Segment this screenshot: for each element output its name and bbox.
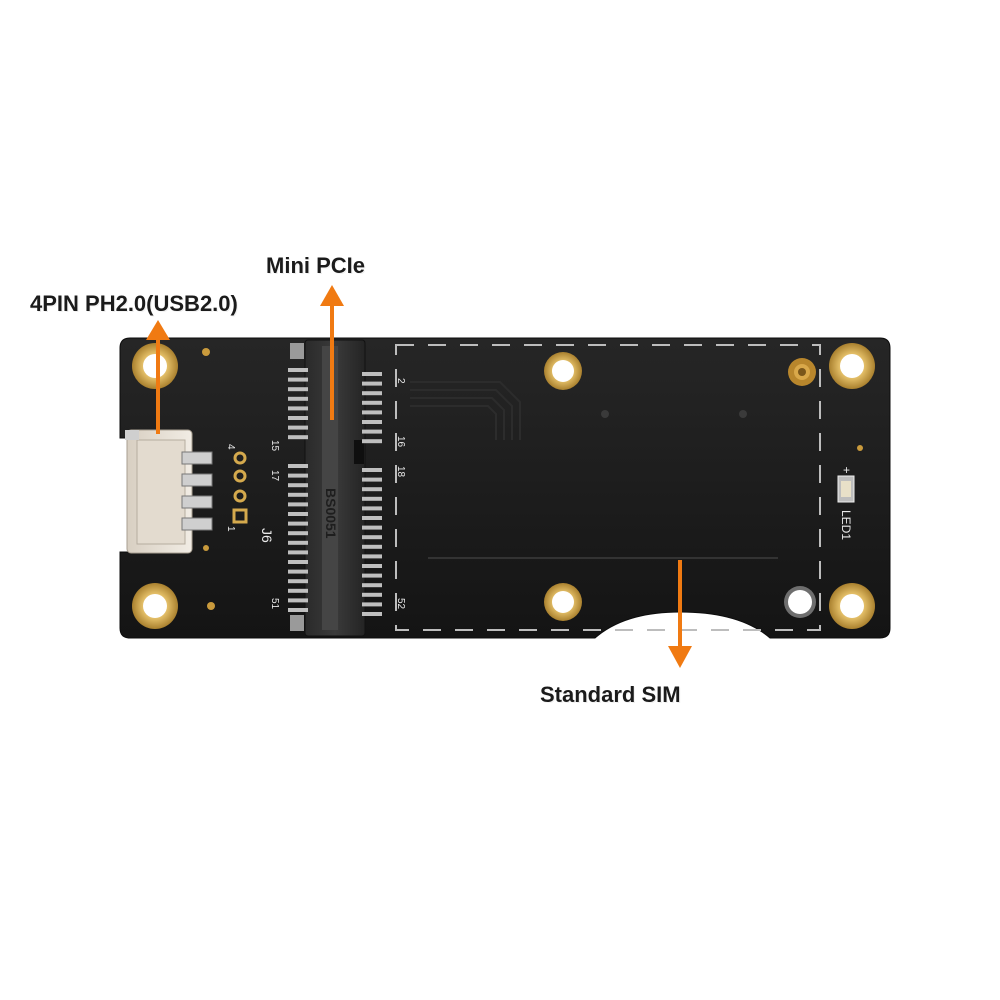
silk-led-plus: +: [843, 463, 850, 477]
silk-pin-52: 52: [395, 598, 406, 610]
mini-pcie-slot: BS0051: [288, 339, 382, 637]
callout-sim: Standard SIM: [540, 682, 681, 707]
traces: [410, 381, 521, 440]
arrow-mini-pcie: [320, 285, 344, 420]
standoff-nut: [788, 358, 816, 386]
silk-pin-17: 17: [269, 470, 280, 482]
silk-pin-18: 18: [395, 466, 406, 478]
vias: [202, 348, 863, 610]
slot-marking: BS0051: [323, 488, 339, 539]
ph2-connector: [125, 429, 213, 554]
card-hole-bottom: [544, 583, 582, 621]
card-hole-top: [544, 352, 582, 390]
arrow-sim: [668, 560, 692, 668]
sim-outline: [395, 344, 821, 631]
mounting-hole-bottom-left: [132, 583, 178, 629]
silk-pin-16: 16: [395, 436, 406, 448]
mounting-hole-bottom-right: [829, 583, 875, 629]
arrow-usb-connector: [146, 320, 170, 434]
silk-pin-2: 2: [395, 378, 406, 384]
callout-usb-connector: 4PIN PH2.0(USB2.0): [30, 291, 238, 316]
silk-pin-15: 15: [269, 440, 280, 452]
mounting-hole-top-right: [829, 343, 875, 389]
slot-pins-left: [288, 368, 308, 612]
silk-led-ref: LED1: [839, 510, 853, 540]
mounting-hole-top-left: [132, 343, 178, 389]
silk-pin-4: 4: [225, 444, 236, 450]
pcb-board: [119, 337, 891, 639]
silk-connector-ref: J6: [259, 528, 275, 543]
silk-pin-1: 1: [225, 526, 236, 532]
silk-pin-51: 51: [269, 598, 280, 610]
slot-pins-right: [362, 372, 382, 616]
callout-mini-pcie: Mini PCIe: [266, 253, 366, 278]
standoff-hole: [784, 586, 816, 618]
led: [837, 475, 855, 503]
connector-pads: [232, 451, 248, 524]
